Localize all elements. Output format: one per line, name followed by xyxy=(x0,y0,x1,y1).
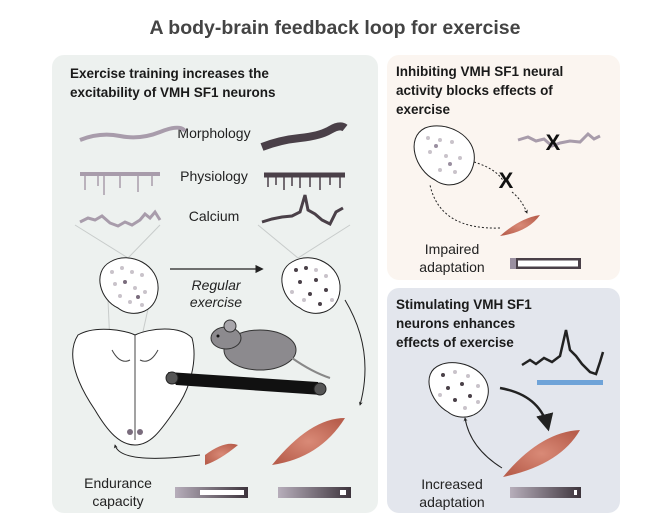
row-label-morphology: Morphology xyxy=(177,125,250,141)
muscle-to-brain-arrow xyxy=(113,444,201,459)
endurance-bar-before xyxy=(175,487,248,498)
stimulation-arrow xyxy=(499,386,554,432)
row-label-calcium: Calcium xyxy=(189,208,240,224)
brain-section-icon xyxy=(72,328,195,446)
calcium-trace-stimulated xyxy=(521,329,605,376)
increased-adaptation-bar xyxy=(510,487,581,498)
arrow-label-line-1: Regular xyxy=(191,277,241,293)
inhibit-heading-line-2: activity blocks effects of xyxy=(396,83,553,98)
stimulate-heading-line-3: effects of exercise xyxy=(396,335,514,350)
zoom-lines xyxy=(74,224,351,346)
muscle-enhanced-icon xyxy=(503,430,580,477)
vmh-neuron-cluster-stimulated xyxy=(428,362,489,418)
muscle-small-icon xyxy=(205,443,238,465)
left-heading-line-2: excitability of VMH SF1 neurons xyxy=(70,85,276,100)
figure-title: A body-brain feedback loop for exercise xyxy=(150,17,521,39)
vmh-neuron-cluster-before xyxy=(99,257,159,314)
row-label-physiology: Physiology xyxy=(180,168,248,184)
morphology-trace-before xyxy=(79,125,187,142)
increased-label-line-2: adaptation xyxy=(419,494,484,510)
left-panel: Exercise training increases the excitabi… xyxy=(52,55,378,513)
endurance-bar-after xyxy=(278,487,351,498)
stimulation-bar xyxy=(537,380,603,385)
physiology-trace-before xyxy=(80,172,160,195)
impaired-adaptation-bar xyxy=(510,258,581,269)
stimulate-heading-line-1: Stimulating VMH SF1 xyxy=(396,297,532,312)
left-heading-line-1: Exercise training increases the xyxy=(70,66,269,81)
inhibit-heading-line-3: exercise xyxy=(396,102,451,117)
trace-block-x: X xyxy=(546,130,561,155)
endurance-label-line-1: Endurance xyxy=(84,475,152,491)
top-right-panel: Inhibiting VMH SF1 neural activity block… xyxy=(387,55,620,280)
muscle-inhibited-icon xyxy=(500,215,540,236)
stimulate-heading-line-2: neurons enhances xyxy=(396,316,515,331)
physiology-trace-after xyxy=(264,172,345,190)
calcium-trace-inhibited xyxy=(517,131,601,148)
calcium-trace-before xyxy=(79,209,162,228)
morphology-trace-after xyxy=(260,122,348,151)
mouse-on-treadmill xyxy=(165,319,331,396)
arrow-label-line-2: exercise xyxy=(190,294,242,310)
impaired-label-line-2: adaptation xyxy=(419,259,484,275)
endurance-label-line-2: capacity xyxy=(92,493,143,509)
feedback-arrow xyxy=(463,417,503,469)
vmh-neuron-cluster-inhibited xyxy=(413,125,475,186)
blocked-arrow xyxy=(511,191,528,214)
impaired-label-line-1: Impaired xyxy=(425,241,479,257)
muscle-large-icon xyxy=(272,418,345,465)
calcium-trace-after xyxy=(261,194,344,227)
pathway-block-x: X xyxy=(499,168,514,193)
increased-label-line-1: Increased xyxy=(421,476,482,492)
neuron-to-muscle-arrow xyxy=(344,299,366,406)
bottom-right-panel: Stimulating VMH SF1 neurons enhances eff… xyxy=(387,288,620,513)
blocked-feedback-arrow xyxy=(429,184,501,229)
vmh-neuron-cluster-after xyxy=(281,257,341,314)
inhibit-heading-line-1: Inhibiting VMH SF1 neural xyxy=(396,64,563,79)
